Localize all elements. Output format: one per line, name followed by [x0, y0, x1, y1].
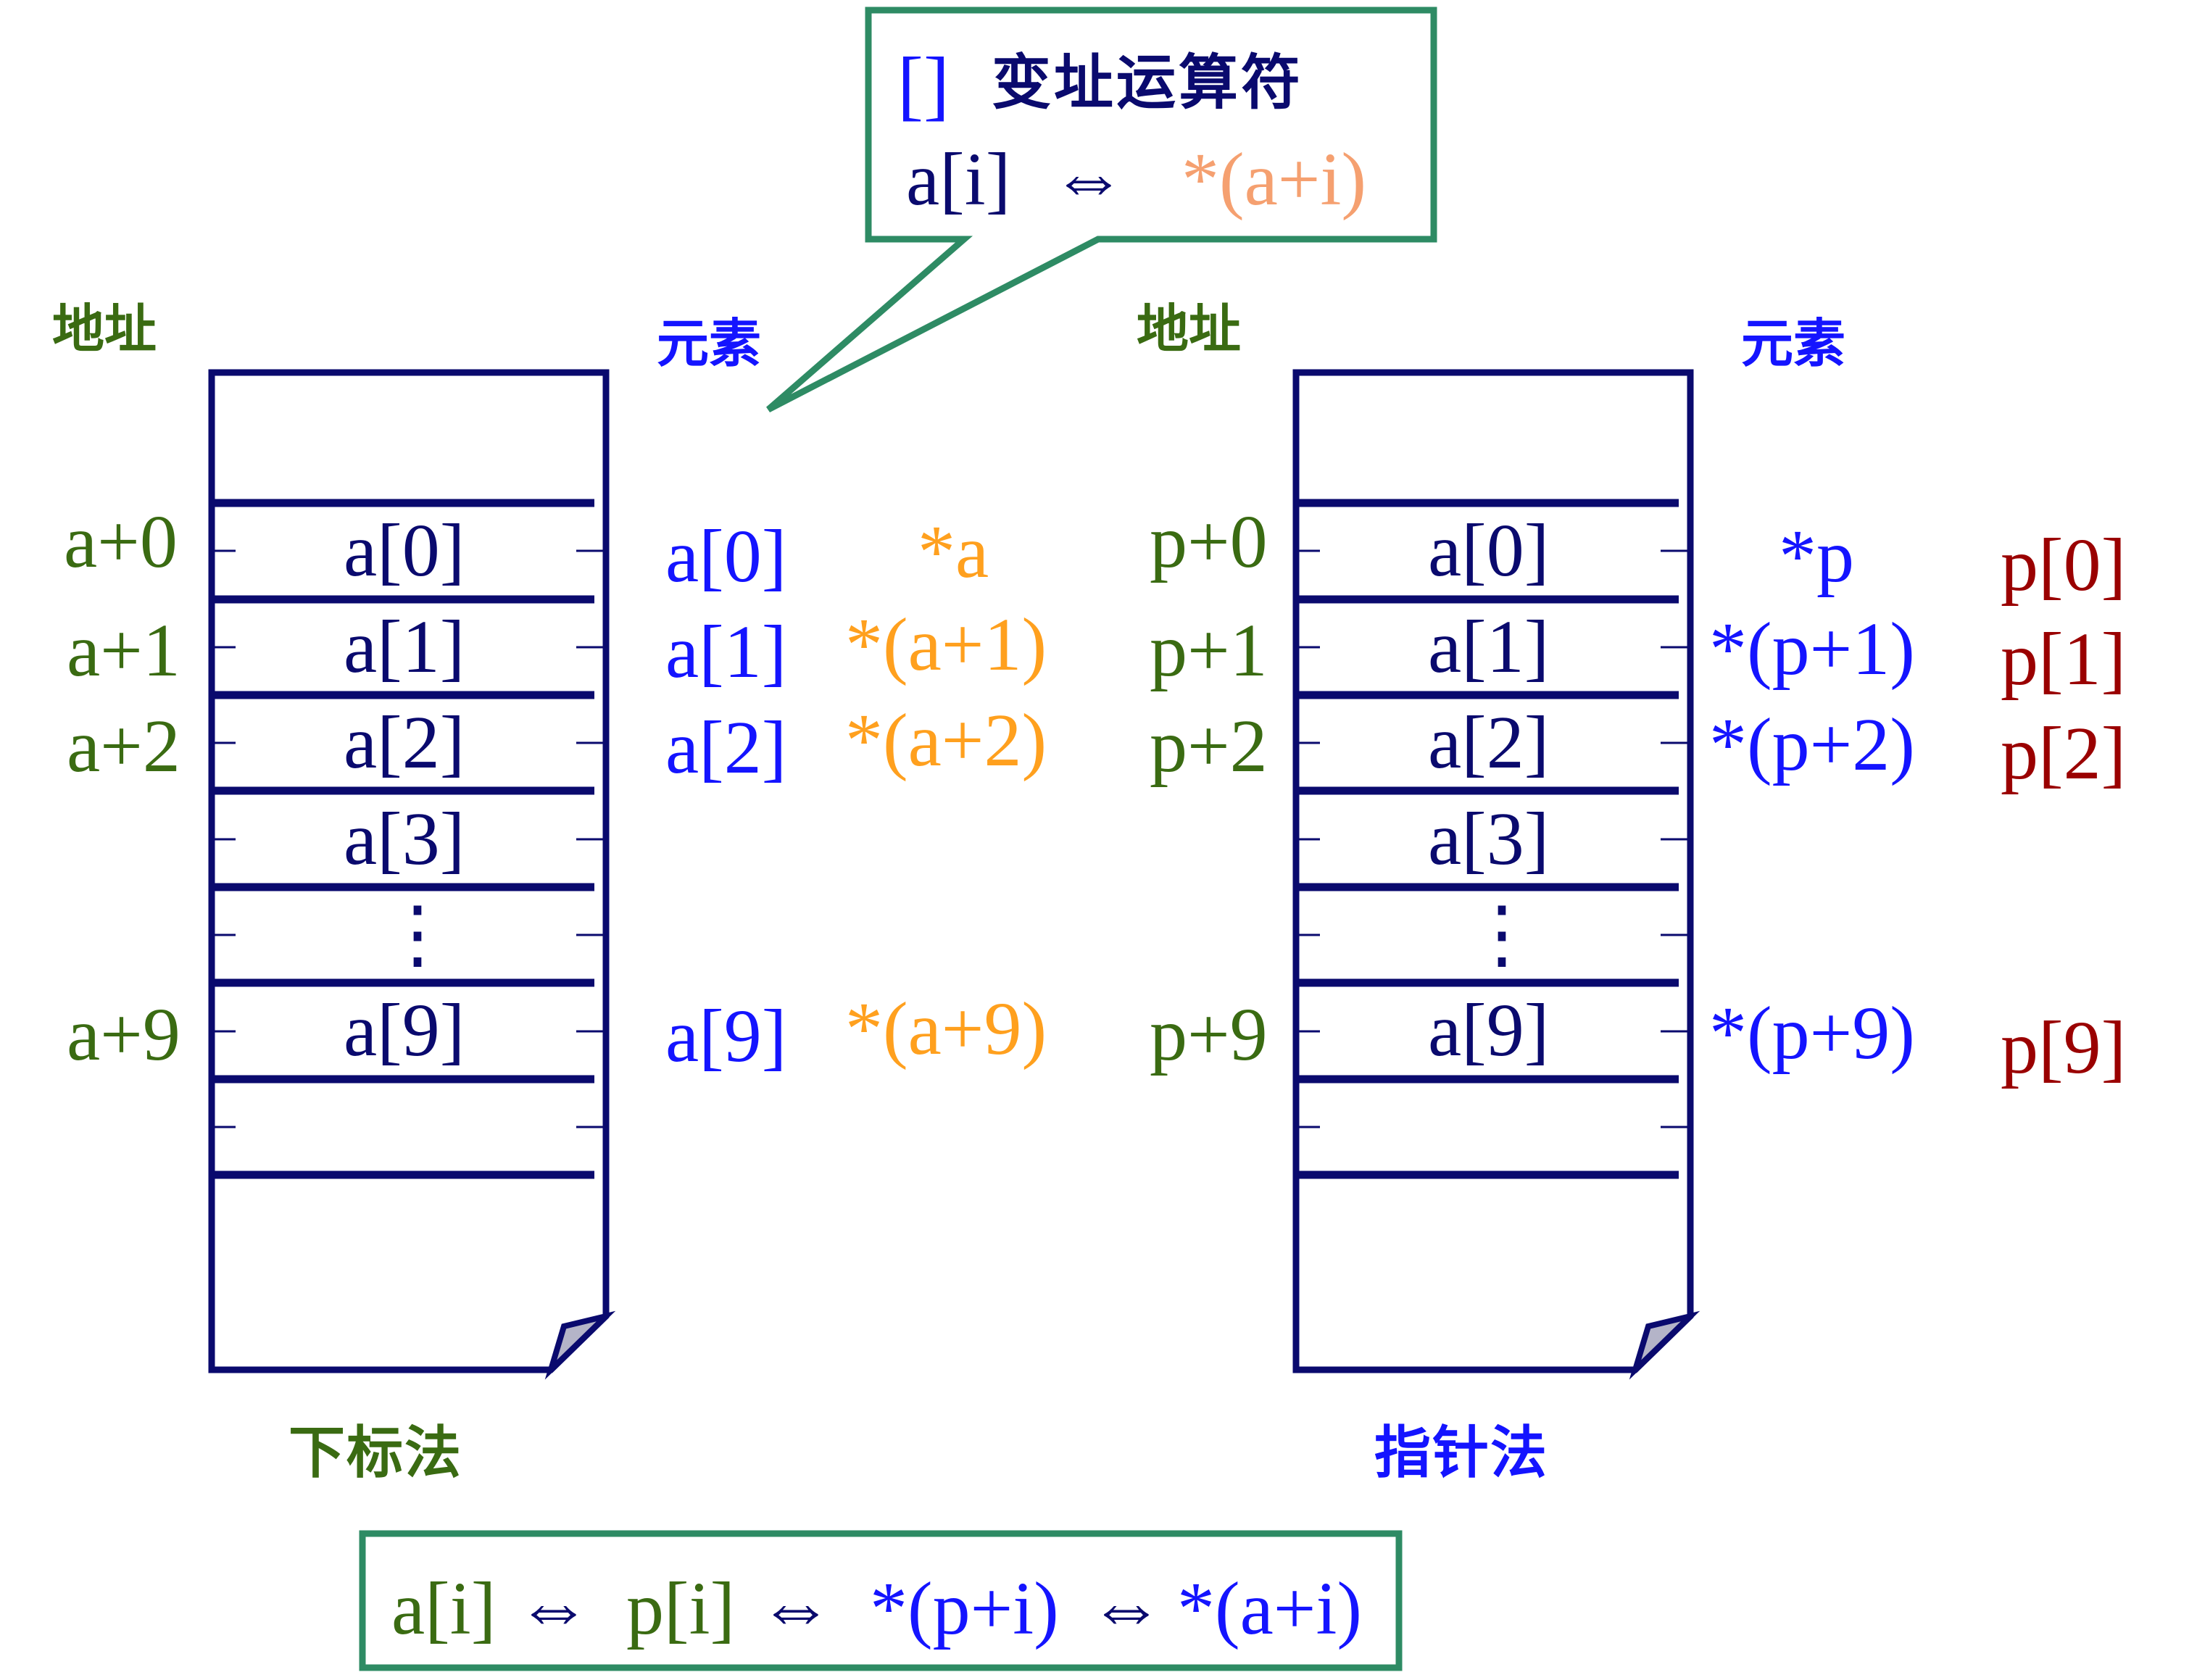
left-subscript-label: a[9]: [665, 994, 787, 1078]
right-cell: a[0]: [1428, 509, 1550, 592]
left-caption: 下标法: [288, 1421, 463, 1486]
equivalence-arrow: ⇔: [516, 1565, 591, 1649]
equivalence-term: p[i]: [626, 1567, 736, 1650]
left-pointer-label: *(a+9): [845, 987, 1047, 1070]
callout-operator-name: 变址运算符: [992, 49, 1304, 117]
left-address: a+0: [64, 500, 178, 583]
left-cell: a[9]: [344, 989, 465, 1072]
right-cell: a[3]: [1428, 797, 1550, 881]
right-pointer-label: *(p+2): [1709, 703, 1915, 786]
left-address: a+2: [67, 704, 180, 788]
right-memory-block: [1292, 369, 1700, 1380]
callout-operator-symbol: []: [897, 42, 950, 128]
equivalence-arrow: ⇔: [1089, 1565, 1164, 1649]
left-cell: a[2]: [344, 701, 465, 784]
right-subscript-label: p[2]: [2001, 712, 2127, 795]
right-page-fold: [1629, 1310, 1700, 1380]
right-element-header: 元素: [1741, 313, 1846, 374]
left-subscript-label: a[2]: [665, 706, 787, 789]
right-pointer-label: *(p+1): [1709, 607, 1915, 691]
right-subscript-label: p[0]: [2001, 523, 2127, 607]
right-cell: a[1]: [1428, 605, 1550, 689]
callout-arrow: ⇔: [1051, 136, 1126, 220]
right-subscript-label: p[1]: [2001, 617, 2127, 701]
right-subscript-label: p[9]: [2001, 1006, 2127, 1089]
left-subscript-label: a[1]: [665, 610, 787, 694]
right-cell: a[9]: [1428, 989, 1550, 1072]
left-page-fold: [544, 1310, 616, 1380]
left-cell: a[1]: [344, 605, 465, 689]
left-subscript-label: a[0]: [665, 515, 787, 598]
left-address: a+1: [67, 609, 180, 692]
right-cell-ellipsis: ⋮: [1464, 893, 1540, 976]
left-address-header: 地址: [52, 299, 157, 359]
equivalence-box: [359, 1530, 1403, 1671]
right-address-header: 地址: [1137, 299, 1242, 359]
right-pointer-label: *(p+9): [1709, 991, 1915, 1075]
right-address: p+1: [1150, 609, 1268, 692]
left-pointer-label: *(a+2): [845, 699, 1047, 782]
left-element-header: 元素: [657, 313, 762, 374]
equivalence-term: *(p+i): [870, 1567, 1059, 1650]
left-cell: a[0]: [344, 509, 465, 592]
callout-rhs: *(a+i): [1181, 138, 1366, 221]
callout-lhs: a[i]: [906, 138, 1011, 221]
equivalence-arrow: ⇔: [758, 1565, 834, 1649]
right-pointer-label: *p: [1779, 515, 1854, 598]
left-cell: a[3]: [344, 797, 465, 881]
right-address: p+0: [1150, 500, 1268, 583]
equivalence-term: *(a+i): [1177, 1567, 1362, 1650]
left-memory-block: [208, 369, 616, 1380]
right-address: p+2: [1150, 704, 1268, 788]
callout-box: [766, 7, 1437, 412]
left-pointer-label: *(a+1): [845, 603, 1047, 686]
equivalence-term: a[i]: [391, 1567, 497, 1650]
left-address: a+9: [67, 993, 180, 1076]
right-cell: a[2]: [1428, 701, 1550, 784]
right-address: p+9: [1150, 993, 1268, 1076]
right-caption: 指针法: [1374, 1421, 1549, 1486]
left-pointer-label: *a: [918, 510, 989, 594]
left-cell-ellipsis: ⋮: [380, 893, 455, 976]
